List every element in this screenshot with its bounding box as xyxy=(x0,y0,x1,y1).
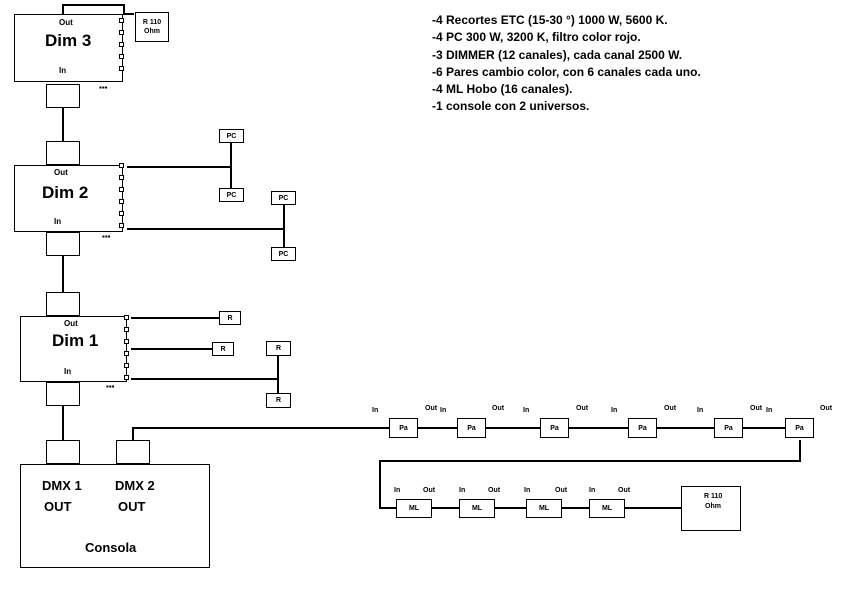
dimmer-1 xyxy=(20,316,127,382)
equipment-notes: -4 Recortes ETC (15-30 °) 1000 W, 5600 K… xyxy=(432,12,701,116)
par-in-label: In xyxy=(611,407,618,414)
console xyxy=(20,464,210,568)
dimmer-2-port xyxy=(119,163,124,168)
dimmer-1-port xyxy=(124,339,129,344)
terminator-bottom: R 110 Ohm xyxy=(681,486,741,531)
recorte-fixture: R xyxy=(266,341,291,356)
recorte-fixture: R xyxy=(219,311,241,325)
connector xyxy=(46,141,80,165)
console-dmx1-line1: DMX 1 xyxy=(42,478,82,493)
connector xyxy=(46,292,80,316)
par-out-label: Out xyxy=(576,405,589,412)
dimmer-1-out-label: Out xyxy=(64,319,78,328)
dimmer-2 xyxy=(14,165,123,232)
dimmer-1-port xyxy=(124,375,129,380)
par-out-label: Out xyxy=(820,405,833,412)
dimmer-2-port xyxy=(119,211,124,216)
ml-out-label: Out xyxy=(555,487,568,494)
dimmer-3-port xyxy=(119,54,124,59)
terminator-bottom-line1: R 110 xyxy=(704,493,723,500)
note-line: -4 PC 300 W, 3200 K, filtro color rojo. xyxy=(432,30,641,45)
note-line: -3 DIMMER (12 canales), cada canal 2500 … xyxy=(432,47,683,62)
pc-fixture: PC xyxy=(271,191,296,205)
ml-fixture: ML xyxy=(526,499,562,518)
connector xyxy=(46,84,80,108)
console-dmx2-line2: OUT xyxy=(118,499,146,514)
dimmer-2-port xyxy=(119,175,124,180)
dimmer-3 xyxy=(14,14,123,82)
ml-out-label: Out xyxy=(618,487,631,494)
dimmer-3-outputs: ▪▪▪ xyxy=(99,83,108,92)
connector xyxy=(46,232,80,256)
console-label: Consola xyxy=(85,540,137,555)
note-line: -4 Recortes ETC (15-30 °) 1000 W, 5600 K… xyxy=(432,13,668,27)
par-out-label: Out xyxy=(425,405,438,412)
note-line: -4 ML Hobo (16 canales). xyxy=(432,82,573,97)
par-fixture: Pa xyxy=(389,418,418,438)
ml-fixture: ML xyxy=(396,499,432,518)
dimmer-1-in-label: In xyxy=(64,367,72,376)
note-line: -6 Pares cambio color, con 6 canales cad… xyxy=(432,64,701,79)
console-dmx1-line2: OUT xyxy=(44,499,72,514)
ml-in-label: In xyxy=(459,487,466,494)
dimmer-1-port xyxy=(124,363,129,368)
connector xyxy=(46,440,80,464)
terminator-bottom-line2: Ohm xyxy=(705,503,721,510)
dimmer-2-port xyxy=(119,223,124,228)
par-fixture: Pa xyxy=(457,418,486,438)
dimmer-1-port xyxy=(124,351,129,356)
terminator-top: R 110 Ohm xyxy=(135,12,169,42)
recorte-fixture: R xyxy=(266,393,291,408)
recorte-fixture: R xyxy=(212,342,234,356)
par-fixture: Pa xyxy=(540,418,569,438)
ml-fixture: ML xyxy=(459,499,495,518)
terminator-top-line1: R 110 xyxy=(142,19,162,26)
note-line: -1 console con 2 universos. xyxy=(432,99,590,114)
dimmer-3-port xyxy=(119,30,124,35)
par-out-label: Out xyxy=(664,405,677,412)
dimmer-3-out-label: Out xyxy=(59,18,73,27)
par-fixture: Pa xyxy=(714,418,743,438)
par-fixture: Pa xyxy=(785,418,814,438)
pc-fixture: PC xyxy=(219,129,244,143)
dimmer-3-port xyxy=(119,18,124,23)
dimmer-2-outputs: ▪▪▪ xyxy=(102,232,111,241)
ml-in-label: In xyxy=(394,487,401,494)
dimmer-3-in-label: In xyxy=(59,66,67,75)
dimmer-2-port xyxy=(119,187,124,192)
dimmer-3-label: Dim 3 xyxy=(45,31,92,50)
ml-out-label: Out xyxy=(488,487,501,494)
connector xyxy=(116,440,150,464)
ml-out-label: Out xyxy=(423,487,436,494)
dimmer-2-out-label: Out xyxy=(54,168,68,177)
dimmer-2-label: Dim 2 xyxy=(42,183,89,202)
dimmer-2-port xyxy=(119,199,124,204)
pc-fixture: PC xyxy=(271,247,296,261)
terminator-top-line2: Ohm xyxy=(144,28,160,35)
par-in-label: In xyxy=(440,407,447,414)
ml-in-label: In xyxy=(524,487,531,494)
par-fixture: Pa xyxy=(628,418,657,438)
par-in-label: In xyxy=(523,407,530,414)
par-out-label: Out xyxy=(750,405,763,412)
par-in-label: In xyxy=(766,407,773,414)
par-out-label: Out xyxy=(492,405,505,412)
ml-in-label: In xyxy=(589,487,596,494)
par-in-label: In xyxy=(372,407,379,414)
dimmer-1-label: Dim 1 xyxy=(52,331,99,350)
dimmer-1-port xyxy=(124,327,129,332)
dimmer-1-outputs: ▪▪▪ xyxy=(106,382,115,391)
dimmer-3-port xyxy=(119,66,124,71)
par-in-label: In xyxy=(697,407,704,414)
dimmer-2-in-label: In xyxy=(54,217,62,226)
console-dmx2-line1: DMX 2 xyxy=(115,478,155,493)
connector xyxy=(46,382,80,406)
dimmer-1-port xyxy=(124,315,129,320)
ml-fixture: ML xyxy=(589,499,625,518)
dimmer-3-port xyxy=(119,42,124,47)
pc-fixture: PC xyxy=(219,188,244,202)
